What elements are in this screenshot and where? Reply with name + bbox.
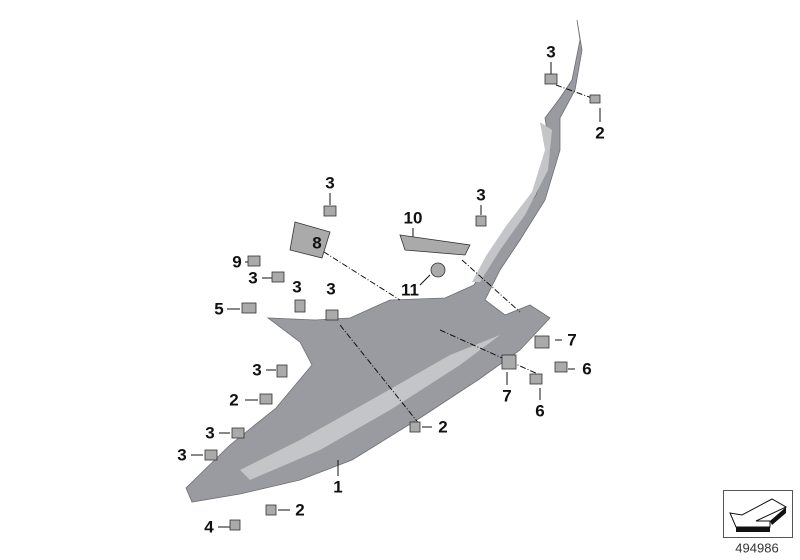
callout-label: 9 [232,252,242,272]
callout-label: 1 [333,477,343,497]
callout-label: 3 [476,185,486,205]
callout-label: 6 [582,359,592,379]
callout-label: 3 [177,445,187,465]
callout-label: 3 [326,279,336,299]
fairing-highlight [472,122,552,282]
callout-label: 2 [438,417,448,437]
fasteners [204,73,601,531]
callout-label: 2 [295,500,305,520]
direction-arrow-icon [723,490,793,538]
leader-lines [191,62,601,528]
callout-label: 5 [214,299,224,319]
callout-label: 10 [403,208,423,228]
callout-label: 3 [248,268,258,288]
callout-label: 3 [292,277,302,297]
fairing-panel [185,19,583,503]
callout-label: 7 [502,386,512,406]
callout-label: 2 [595,123,605,143]
fairing-highlight-lower [240,335,500,480]
callout-label: 6 [535,401,545,421]
callout-label: 3 [325,173,335,193]
callout-label: 2 [229,390,239,410]
callout-label: 4 [204,517,214,537]
callout-label: 7 [567,330,577,350]
callout-label: 8 [312,233,322,253]
callout-label: 3 [546,42,556,62]
callout-label: 3 [252,360,262,380]
callout-label: 11 [401,280,419,300]
diagram-number: 494986 [735,540,779,556]
callout-label: 3 [205,423,215,443]
